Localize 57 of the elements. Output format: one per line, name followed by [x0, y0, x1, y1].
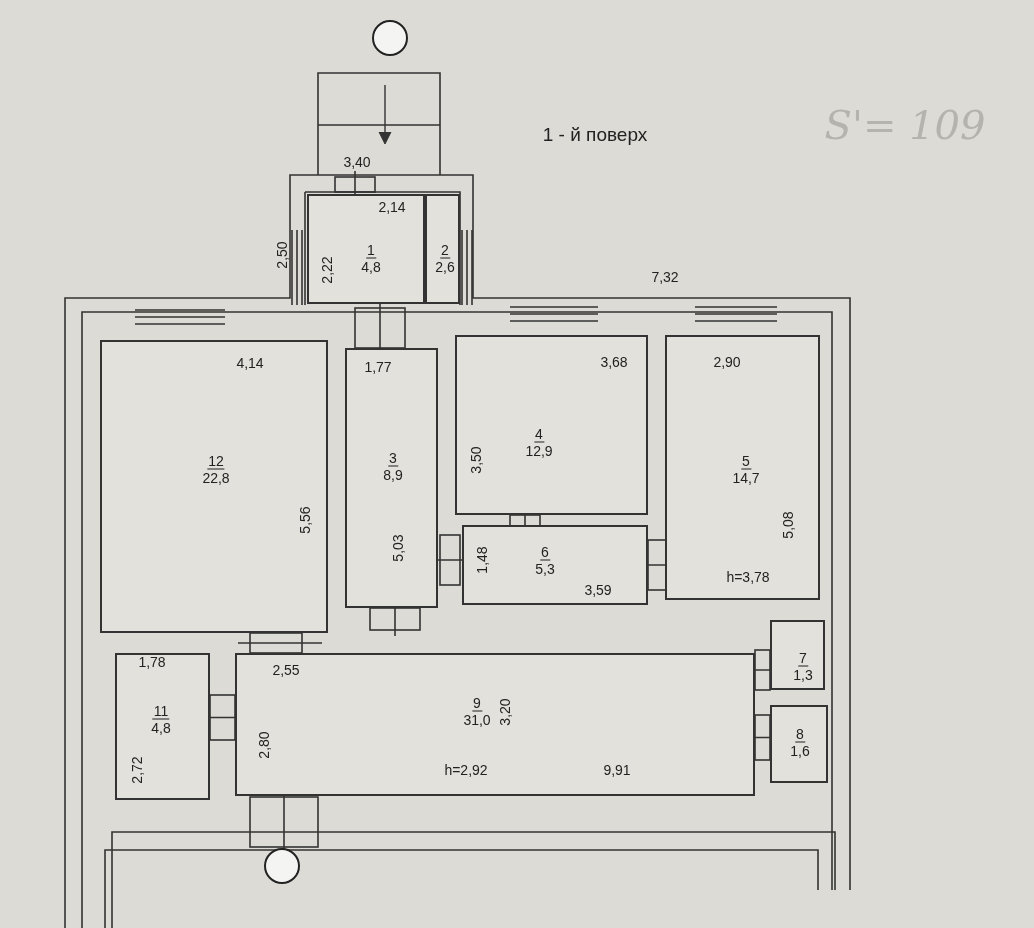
dimension-label: 7,32 [651, 269, 679, 285]
dimension-label: 3,40 [343, 154, 371, 170]
room-area: 2,6 [434, 258, 456, 275]
dimension-label: 1,78 [138, 654, 166, 670]
dimension-label: 2,50 [274, 241, 290, 269]
dimension-label: 1,48 [474, 546, 490, 574]
room-outline [455, 335, 648, 515]
room-area: 1,3 [792, 666, 814, 683]
room-area: 12,9 [524, 442, 554, 459]
room-area: 4,8 [150, 719, 172, 736]
dimension-label: 5,03 [390, 534, 406, 562]
room-area: 31,0 [462, 711, 492, 728]
room-number: 5 [741, 452, 751, 470]
room-area: 8,9 [382, 466, 404, 483]
dimension-label: 9,91 [603, 762, 631, 778]
room-area: 5,3 [534, 560, 556, 577]
room-number: 1 [366, 241, 376, 259]
room-outline [770, 620, 825, 690]
room-outline [462, 525, 648, 605]
floor-title: 1 - й поверх [542, 124, 648, 146]
dimension-label: 2,80 [256, 731, 272, 759]
dimension-label: 2,14 [378, 199, 406, 215]
room-area: 4,8 [360, 258, 382, 275]
dimension-label: h=3,78 [726, 569, 770, 585]
room-outline [100, 340, 328, 633]
dimension-label: 1,77 [364, 359, 392, 375]
room-number: 6 [540, 543, 550, 561]
room-outline [770, 705, 828, 783]
room-number: 8 [795, 725, 805, 743]
room-outline [425, 194, 460, 304]
room-outline [665, 335, 820, 600]
room-number: 3 [388, 449, 398, 467]
dimension-label: 3,59 [584, 582, 612, 598]
room-area: 1,6 [789, 742, 811, 759]
room-area: 22,8 [201, 469, 231, 486]
room-area: 14,7 [731, 469, 761, 486]
dimension-label: 2,55 [272, 662, 300, 678]
room-outline [115, 653, 210, 800]
dimension-label: 5,56 [297, 506, 313, 534]
room-number: 4 [534, 425, 544, 443]
dimension-label: h=2,92 [444, 762, 488, 778]
room-number: 2 [440, 241, 450, 259]
dimension-label: 2,72 [129, 756, 145, 784]
room-outline [235, 653, 755, 796]
room-number: 7 [798, 649, 808, 667]
room-number: 11 [152, 702, 170, 720]
dimension-label: 3,68 [600, 354, 628, 370]
dimension-label: 4,14 [236, 355, 264, 371]
dimension-label: 3,50 [468, 446, 484, 474]
dimension-label: 5,08 [780, 511, 796, 539]
dimension-label: 2,90 [713, 354, 741, 370]
room-outline [345, 348, 438, 608]
room-number: 12 [207, 452, 225, 470]
room-number: 9 [472, 694, 482, 712]
room-outline [307, 194, 425, 304]
dimension-label: 2,22 [319, 256, 335, 284]
dimension-label: 3,20 [497, 698, 513, 726]
